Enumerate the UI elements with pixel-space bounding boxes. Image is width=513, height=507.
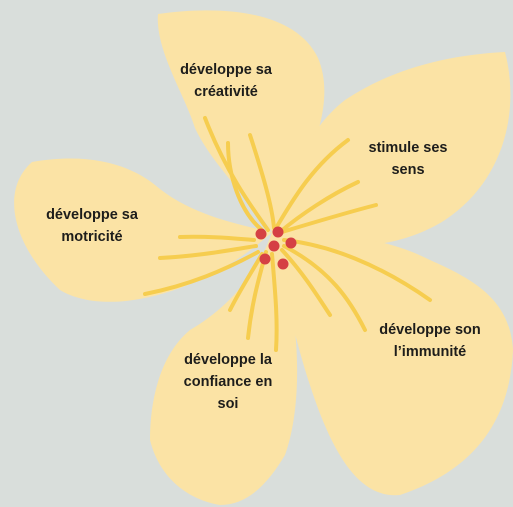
petal-stroke — [280, 248, 332, 317]
center-dot — [268, 240, 280, 252]
label-line: créativité — [194, 84, 258, 100]
petal-stroke — [158, 244, 258, 260]
petal-stroke — [248, 133, 276, 230]
label-line: soi — [217, 396, 239, 412]
center-dot — [285, 237, 297, 249]
label-line: développe sa — [46, 207, 138, 223]
petal-stroke — [280, 203, 378, 234]
center-dot — [259, 253, 271, 265]
petal-label-top: développe sa créativité — [161, 59, 291, 103]
label-line: développe la — [184, 352, 272, 368]
label-line: développe sa — [180, 62, 272, 78]
center-dot — [255, 228, 267, 240]
petal-stroke — [226, 141, 264, 232]
petal-stroke — [274, 138, 350, 230]
label-line: sens — [391, 162, 425, 178]
petal-stroke — [228, 252, 264, 312]
label-line: stimule ses — [368, 140, 448, 156]
petal-label-bottom-right: développe son l’immunité — [360, 319, 500, 363]
petal-top — [157, 10, 325, 232]
petal-stroke — [178, 234, 256, 242]
petal-stroke — [282, 238, 432, 302]
label-line: motricité — [61, 229, 123, 245]
petal-label-left: développe sa motricité — [22, 204, 162, 248]
petal-bottom — [150, 232, 298, 505]
petal-left — [14, 158, 272, 302]
label-line: l’immunité — [393, 344, 467, 360]
center-dot — [272, 226, 284, 238]
center-dot — [277, 258, 289, 270]
label-line: confiance en — [183, 374, 273, 390]
petal-stroke — [203, 116, 270, 232]
petal-bottom-right — [272, 232, 513, 496]
petal-label-right: stimule ses sens — [348, 137, 468, 181]
petal-stroke — [278, 180, 360, 234]
petal-stroke — [282, 244, 367, 332]
petal-stroke — [270, 252, 279, 352]
petal-stroke — [143, 250, 260, 296]
label-line: développe son — [379, 322, 481, 338]
petal-label-bottom: développe la confiance en soi — [158, 349, 298, 415]
